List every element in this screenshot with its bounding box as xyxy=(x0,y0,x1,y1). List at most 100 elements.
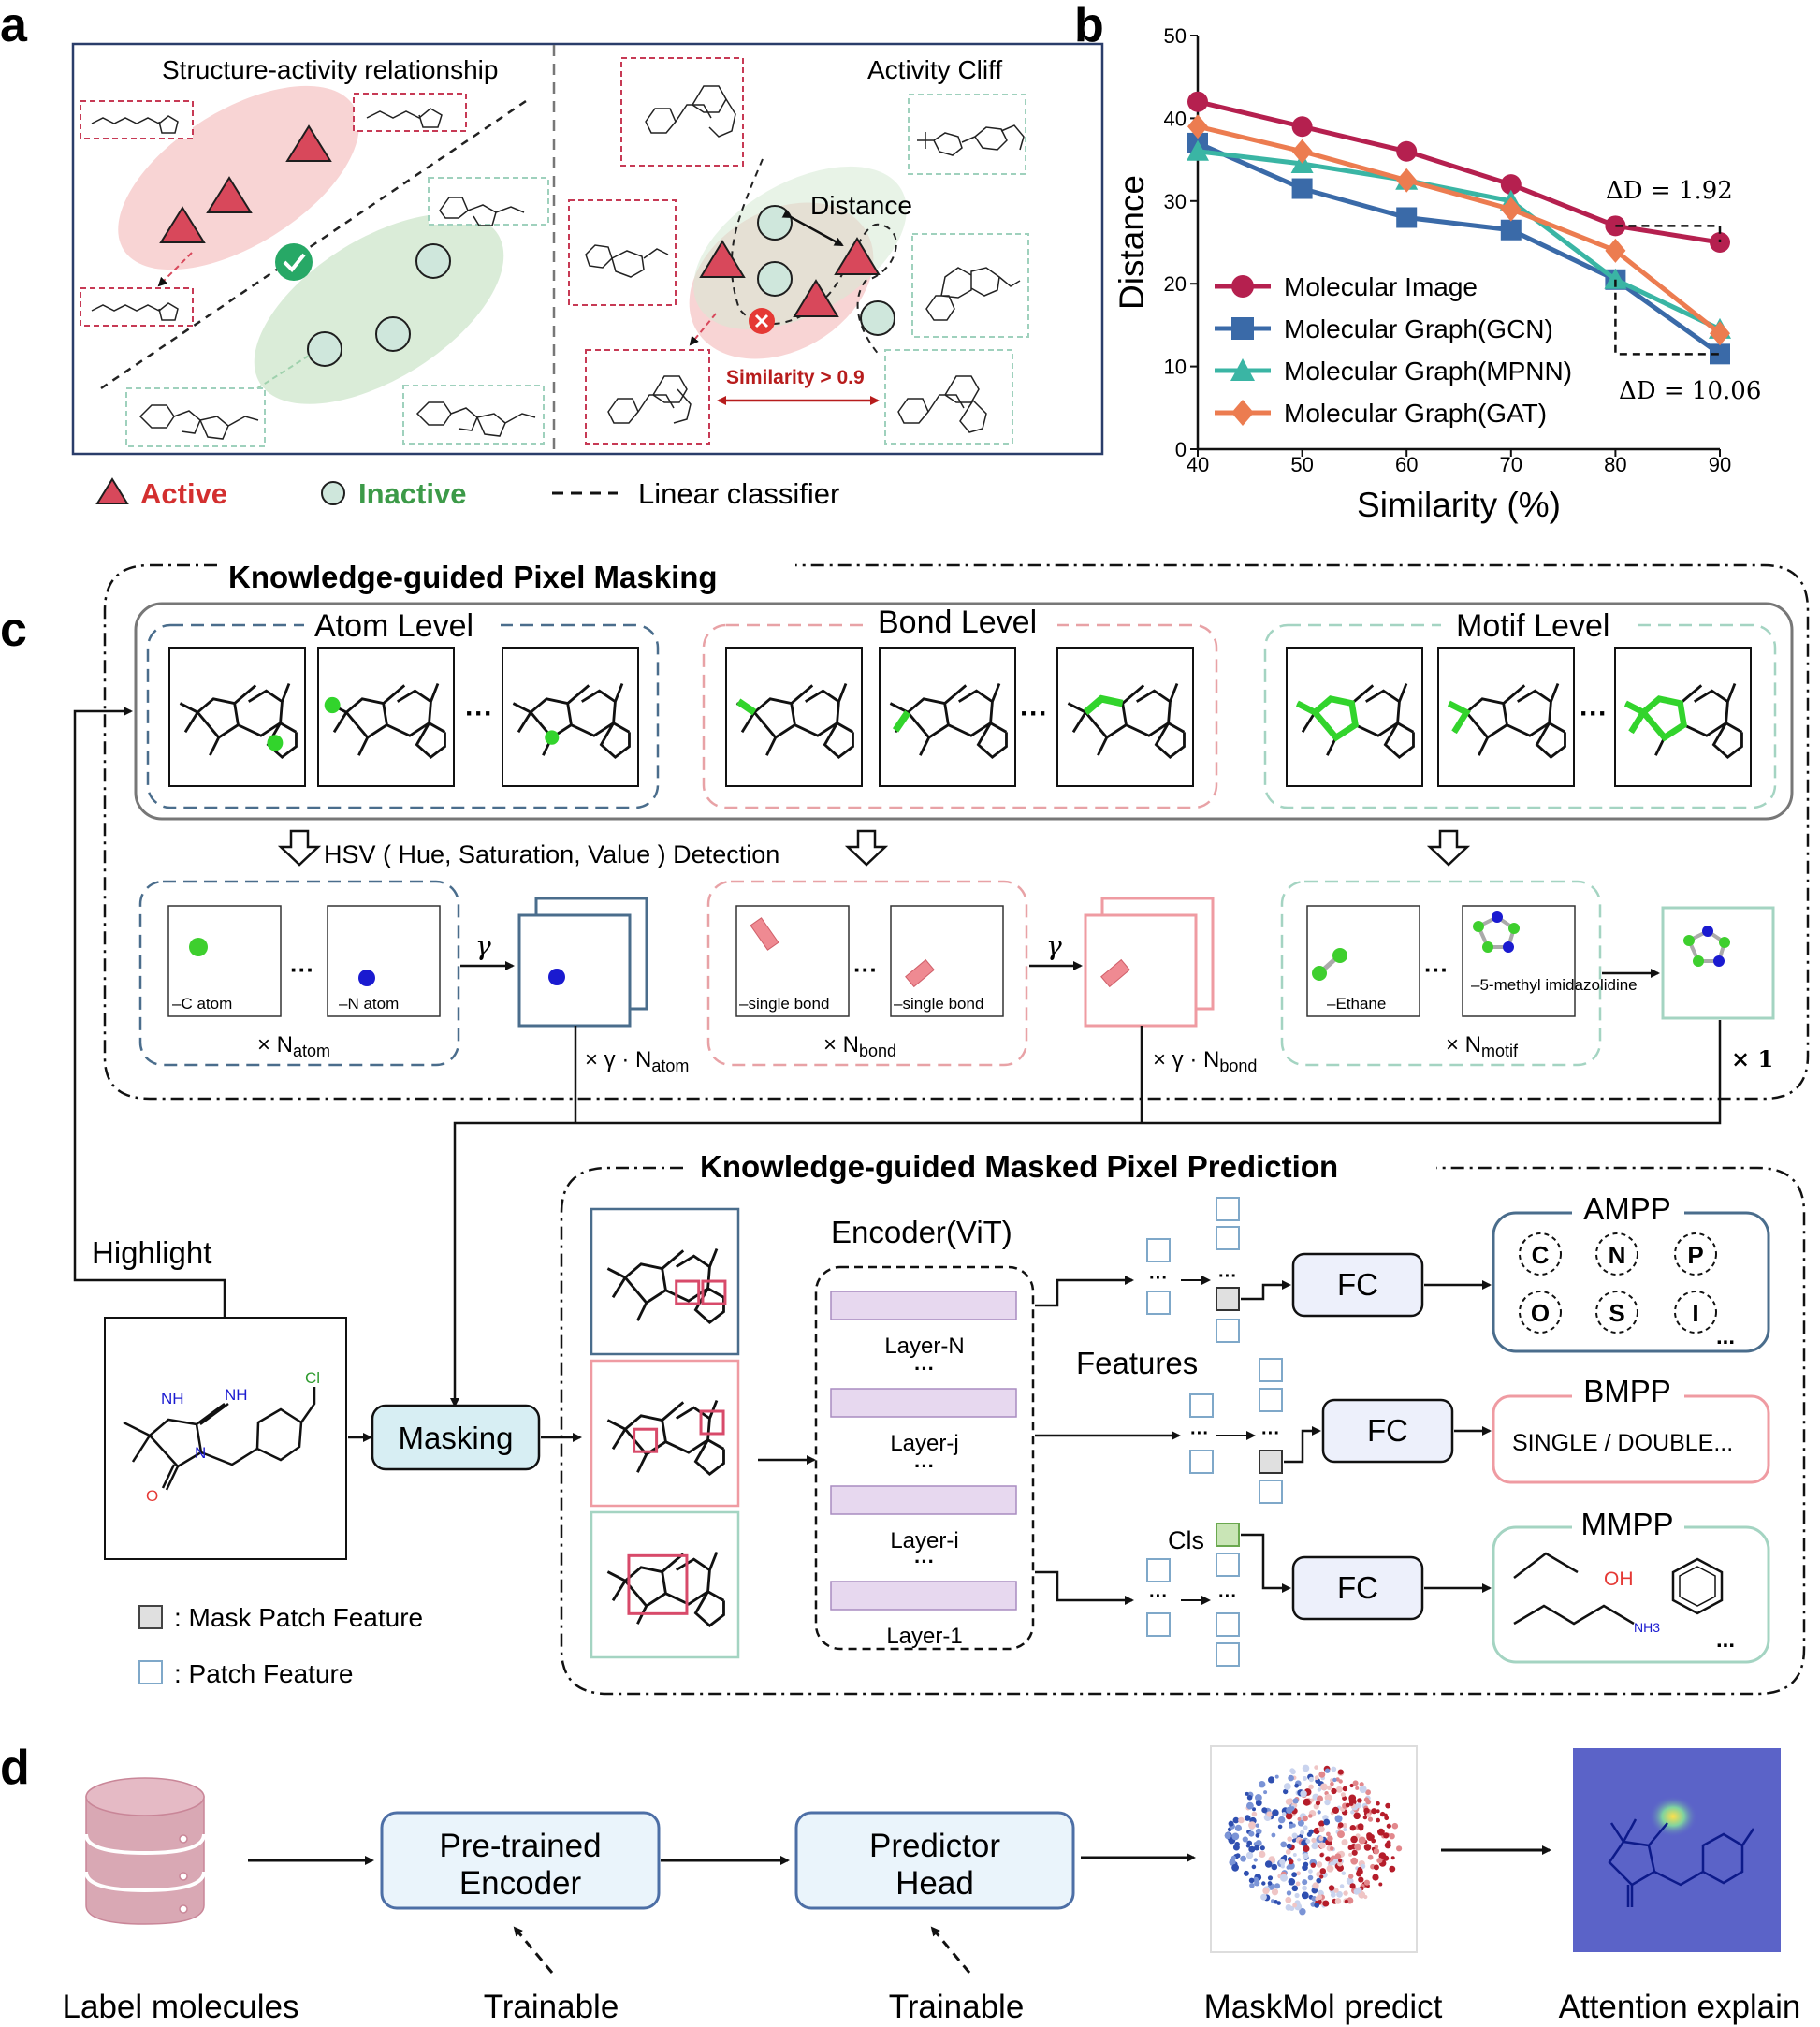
legend-classifier-label: Linear classifier xyxy=(638,477,839,510)
series-line xyxy=(1197,124,1722,336)
single-bond-icon xyxy=(905,958,935,988)
highlight-atom xyxy=(267,735,284,751)
molecule-sketch xyxy=(1295,682,1415,760)
tsne-point xyxy=(1280,1874,1288,1882)
mask-patch-box xyxy=(701,1279,727,1305)
tsne-point xyxy=(1342,1822,1347,1829)
tsne-point xyxy=(1336,1890,1343,1898)
tsne-point xyxy=(1320,1783,1328,1791)
cliff-pointer-arrow xyxy=(689,313,717,346)
tsne-point xyxy=(1356,1802,1361,1808)
tsne-point xyxy=(1254,1881,1259,1886)
tsne-point xyxy=(1246,1801,1254,1810)
highlight-atom xyxy=(324,696,341,714)
tsne-point xyxy=(1302,1764,1310,1772)
tsne-point xyxy=(1228,1820,1234,1827)
tsne-point xyxy=(1271,1863,1278,1871)
attention-hotspot xyxy=(1649,1796,1697,1837)
tsne-point xyxy=(1255,1800,1262,1807)
y-tick-label: 40 xyxy=(1164,107,1187,130)
tsne-point xyxy=(1302,1853,1309,1859)
molecule-sketch xyxy=(917,124,1025,156)
tsne-point xyxy=(1243,1870,1249,1876)
tsne-point xyxy=(1283,1788,1289,1795)
tsne-point xyxy=(1285,1812,1293,1820)
tsne-point xyxy=(1359,1782,1364,1787)
trainable-arrow xyxy=(930,1926,971,1974)
ellipsis: ··· xyxy=(1149,1268,1168,1289)
tsne-point xyxy=(1255,1832,1260,1838)
active-triangle xyxy=(159,206,206,243)
patch-feature xyxy=(1259,1480,1283,1504)
tsne-point xyxy=(1286,1890,1292,1896)
data-point-diamond xyxy=(1500,197,1522,222)
tsne-point xyxy=(1234,1841,1240,1847)
data-point-square xyxy=(1231,317,1254,340)
tsne-point xyxy=(1347,1845,1353,1851)
data-point-diamond xyxy=(1187,114,1208,139)
data-point-triangle xyxy=(1604,268,1627,289)
tsne-point xyxy=(1266,1811,1273,1817)
tsne-point xyxy=(1357,1823,1364,1830)
encoder-label: Encoder(ViT) xyxy=(831,1215,1012,1249)
bond-detect-box xyxy=(706,880,1028,1067)
x-tick-label: 70 xyxy=(1500,453,1522,476)
tsne-point xyxy=(1308,1776,1315,1783)
tsne-point xyxy=(1297,1816,1302,1821)
molecule-tiles xyxy=(168,647,1752,787)
tsne-point xyxy=(1268,1776,1275,1784)
tsne-point xyxy=(1356,1871,1362,1877)
head-label: Head xyxy=(895,1865,974,1902)
panel-c-letter: c xyxy=(0,603,27,657)
ethane-icon xyxy=(1332,948,1347,963)
mask-patch-box xyxy=(699,1409,725,1436)
tsne-point xyxy=(1231,1832,1240,1841)
fc-box-motif xyxy=(1291,1555,1424,1621)
molecule-sketch xyxy=(179,682,298,760)
tsne-point xyxy=(1285,1896,1292,1903)
n-atom-tile xyxy=(327,905,441,1017)
highlight-feedback-line xyxy=(73,707,226,1318)
tsne-point xyxy=(1358,1890,1366,1899)
tsne-point xyxy=(1302,1885,1307,1891)
molecule-sketch xyxy=(1447,682,1566,760)
tsne-point xyxy=(1333,1888,1339,1893)
hsv-detection-label: HSV ( Hue, Saturation, Value ) Detection xyxy=(324,840,779,868)
tsne-point xyxy=(1303,1798,1311,1806)
legend-inactive-icon xyxy=(321,481,345,505)
inactive-pointer-arrow xyxy=(256,355,310,389)
tsne-point xyxy=(1301,1891,1309,1900)
pretrained-label: Pre-trained xyxy=(439,1828,601,1864)
tsne-point xyxy=(1318,1771,1326,1778)
tsne-point xyxy=(1376,1809,1380,1814)
tsne-point xyxy=(1245,1791,1249,1796)
fc-label: FC xyxy=(1367,1413,1408,1448)
tsne-point xyxy=(1308,1784,1314,1790)
motif-detect-box xyxy=(1280,880,1602,1067)
x-tick-label: 60 xyxy=(1395,453,1418,476)
patch-feature xyxy=(1146,1558,1171,1582)
times-one: × 1 xyxy=(1731,1045,1773,1072)
tsne-caption: MaskMol predict xyxy=(1204,1989,1443,2025)
tsne-point xyxy=(1373,1848,1380,1855)
tsne-point xyxy=(1288,1774,1294,1782)
tsne-point xyxy=(1254,1845,1259,1851)
atom-class-circle xyxy=(1674,1232,1717,1276)
tsne-point xyxy=(1377,1828,1385,1836)
data-point-diamond xyxy=(1396,168,1418,193)
ellipsis: ··· xyxy=(1580,698,1608,729)
tsne-point xyxy=(1363,1797,1370,1802)
tsne-point xyxy=(1390,1856,1395,1860)
tsne-point xyxy=(1322,1900,1330,1907)
tsne-point xyxy=(1271,1899,1274,1903)
tsne-point xyxy=(1355,1786,1360,1790)
tsne-point xyxy=(1354,1843,1361,1851)
x-tick-label: 40 xyxy=(1187,453,1209,476)
tsne-point xyxy=(1334,1815,1343,1823)
molecule-box-active xyxy=(353,93,467,132)
tsne-point xyxy=(1337,1822,1344,1829)
tsne-point xyxy=(1338,1859,1343,1863)
tsne-point xyxy=(1361,1863,1366,1869)
tsne-point xyxy=(1280,1841,1288,1848)
